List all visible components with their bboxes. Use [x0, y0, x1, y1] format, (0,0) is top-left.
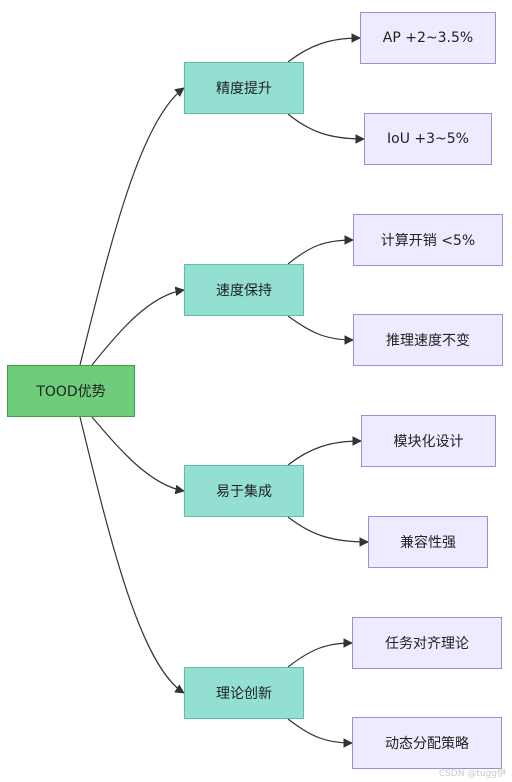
edge-root-branch-speed [91, 286, 185, 366]
branch-node-accuracy: 精度提升 [184, 62, 304, 114]
edge-integration-leaf-compat [287, 516, 369, 547]
branch-node-theory: 理论创新 [184, 667, 304, 719]
leaf-node-iou-gain: IoU +3~5% [364, 113, 492, 165]
root-node: TOOD优势 [7, 365, 135, 417]
edge-speed-leaf-inference [287, 315, 354, 345]
edge-accuracy-leaf-ap [287, 33, 361, 63]
leaf-node-alignment-theory: 任务对齐理论 [352, 617, 502, 669]
watermark: CSDN @tugg伊 [438, 769, 506, 779]
edge-theory-leaf-alignment [287, 638, 353, 668]
leaf-node-ap-gain: AP +2~3.5% [360, 12, 496, 64]
edge-accuracy-leaf-iou [287, 113, 365, 144]
edge-root-branch-accuracy [79, 87, 185, 366]
edge-theory-leaf-dynamic [287, 718, 353, 748]
branch-node-speed: 速度保持 [184, 264, 304, 316]
branch-node-integration: 易于集成 [184, 465, 304, 517]
leaf-node-compute-overhead: 计算开销 <5% [353, 214, 503, 266]
leaf-node-inference-speed: 推理速度不变 [353, 314, 503, 366]
leaf-node-dynamic-assignment: 动态分配策略 [352, 717, 502, 769]
edge-integration-leaf-modular [287, 436, 362, 466]
leaf-node-compatibility: 兼容性强 [368, 516, 488, 568]
edge-root-branch-theory [79, 416, 185, 694]
edge-speed-leaf-overhead [287, 235, 354, 265]
leaf-node-modular-design: 模块化设计 [361, 415, 496, 467]
edge-root-branch-integration [91, 416, 185, 495]
